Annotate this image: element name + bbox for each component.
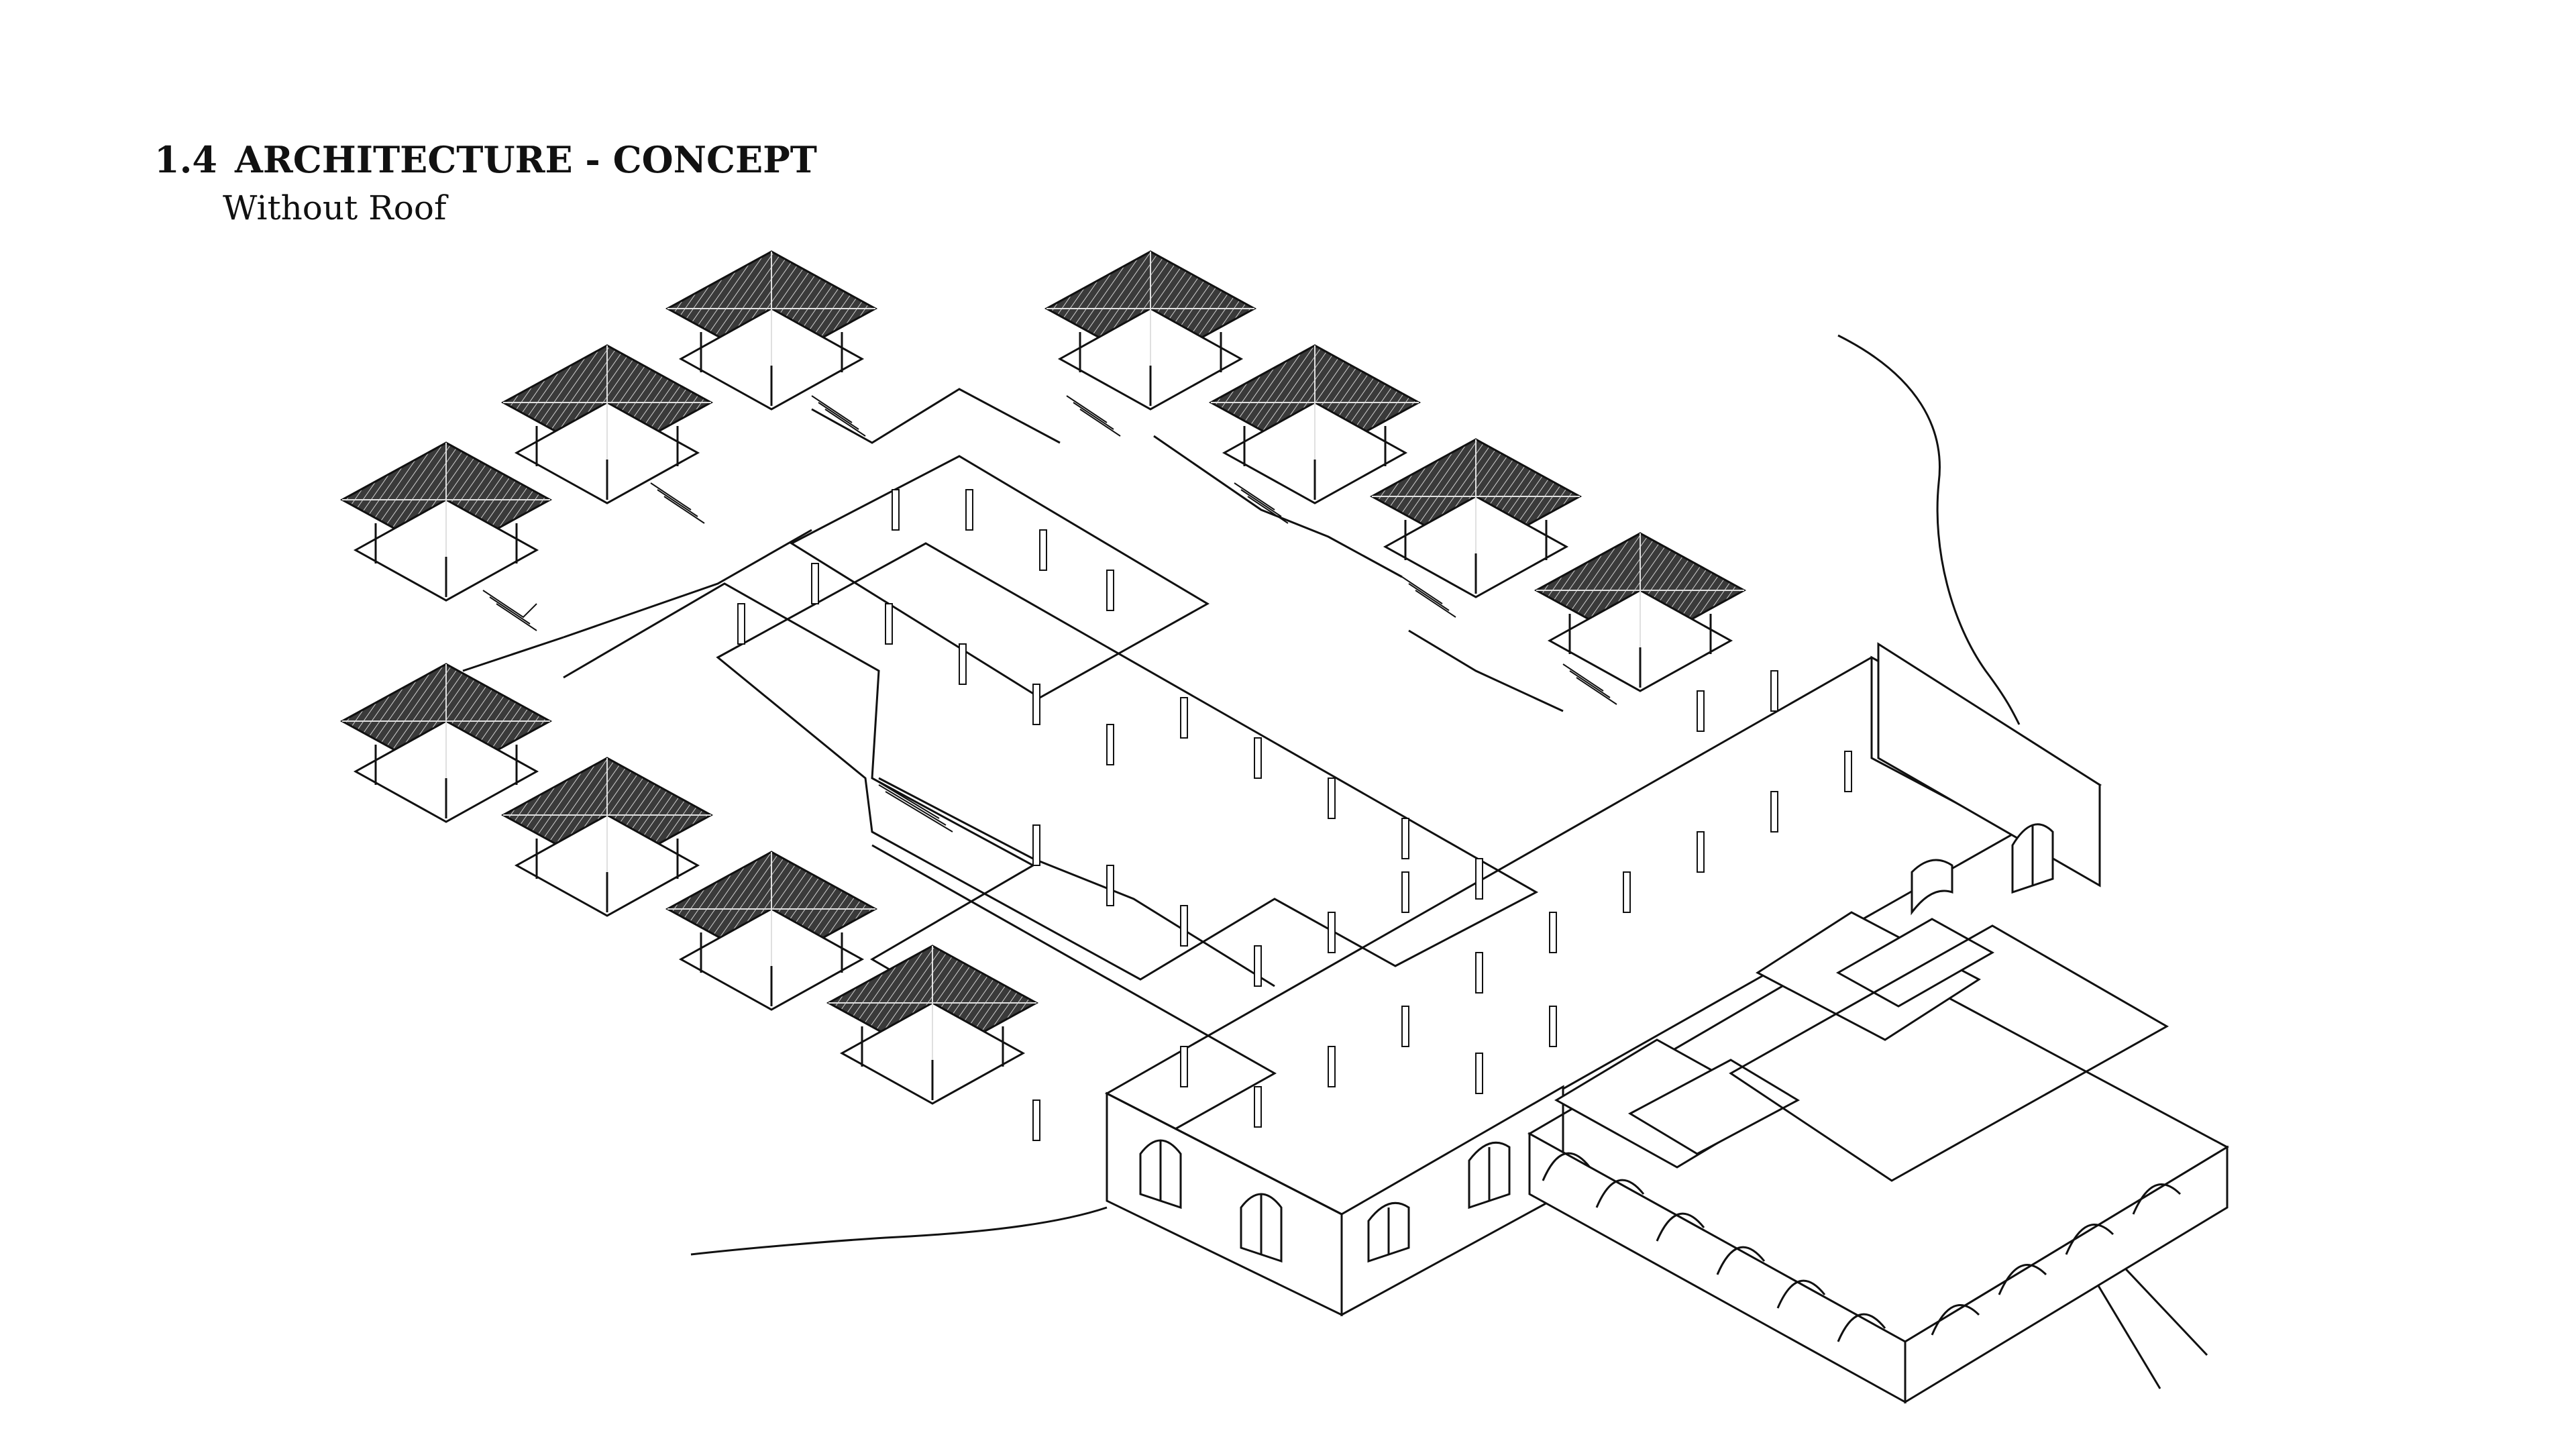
column [1180, 697, 1188, 739]
column [959, 643, 967, 685]
arch-5 [1776, 1279, 1826, 1309]
column [1401, 818, 1409, 859]
contour-line-lower [690, 1206, 1108, 1256]
column [1254, 945, 1262, 987]
west-walkway [563, 529, 812, 639]
prayer-hall-top-edge [1106, 1092, 1342, 1216]
column [1106, 865, 1114, 906]
window-arch-2 [1240, 1193, 1283, 1263]
column [965, 489, 973, 531]
window-arch-5 [1911, 859, 1953, 916]
column [1770, 791, 1778, 833]
column [1401, 1006, 1409, 1047]
pavilions [339, 250, 1747, 1105]
arch-8 [1998, 1263, 2047, 1295]
column [1254, 737, 1262, 779]
arch-9 [2065, 1223, 2114, 1255]
subtitle: Without Roof [223, 189, 447, 227]
column [1475, 858, 1483, 900]
column [1401, 871, 1409, 913]
column [1106, 570, 1114, 611]
stair-1 [482, 590, 537, 631]
column [1697, 690, 1705, 732]
arcade-front-wall [1528, 1132, 1907, 1404]
prayer-hall-windows [1139, 823, 2054, 1263]
column [1106, 724, 1114, 765]
column [1039, 529, 1047, 571]
pavilion-ridges [342, 252, 1744, 1060]
column [1180, 905, 1188, 947]
window-arch-3 [1367, 1201, 1410, 1263]
prayer-hall-side-wall [1340, 1085, 1564, 1317]
arch-4 [1716, 1246, 1766, 1275]
arcade-side-wall [1904, 1145, 2229, 1404]
column [1475, 952, 1483, 994]
arch-2 [1595, 1179, 1645, 1208]
column [892, 489, 900, 531]
inner-courtyard [789, 455, 1210, 699]
arch-10 [2132, 1183, 2182, 1215]
contour-line-upper [1837, 334, 2021, 725]
prayer-hall-front-wall [1106, 1091, 1343, 1317]
column [1328, 777, 1336, 819]
column [1770, 670, 1778, 712]
stair-5 [1234, 482, 1289, 524]
arch-1 [1542, 1152, 1591, 1181]
section-heading: 1.4 ARCHITECTURE - CONCEPT [154, 134, 817, 185]
column [1254, 1086, 1262, 1128]
colonnade-hall-outline [716, 542, 1539, 981]
column [1328, 1046, 1336, 1087]
column [1475, 1053, 1483, 1094]
section-title: ARCHITECTURE - CONCEPT [234, 138, 817, 181]
column [1549, 912, 1557, 953]
north-walkway [811, 388, 1061, 444]
arch-6 [1837, 1313, 1886, 1342]
column [1032, 1099, 1040, 1141]
room-block-2 [1627, 1059, 1801, 1155]
east-wall [1877, 642, 2101, 888]
column [811, 563, 819, 604]
south-walkway [462, 636, 564, 672]
room-block-4 [1835, 918, 1995, 1008]
stair-8 [871, 777, 953, 833]
arcade-building [1527, 911, 2230, 1404]
window-arch-6 [2011, 823, 2054, 894]
column [1697, 831, 1705, 873]
lower-stair-court [878, 777, 1275, 987]
heading: 1.4 ARCHITECTURE - CONCEPT Without Roof [154, 134, 817, 231]
column [1549, 1006, 1557, 1047]
hall-columns [737, 489, 1852, 1141]
stair-6 [1401, 576, 1456, 618]
stair-7 [1562, 663, 1617, 705]
east-walkway-2 [1408, 629, 1564, 712]
arch-3 [1656, 1212, 1705, 1242]
section-number: 1.4 [154, 138, 217, 181]
column [1180, 1046, 1188, 1087]
east-walkway-1 [1153, 435, 1403, 578]
column [885, 603, 893, 645]
column [1328, 912, 1336, 953]
window-arch-4 [1468, 1141, 1511, 1210]
stair-4 [1066, 395, 1121, 437]
column [1844, 751, 1852, 792]
stairs [482, 395, 1617, 833]
column [1623, 871, 1631, 913]
column [1032, 684, 1040, 725]
arch-7 [1931, 1303, 1980, 1336]
column [1032, 824, 1040, 866]
stair-3 [811, 395, 866, 437]
column [737, 603, 745, 645]
stair-2 [650, 482, 705, 524]
window-arch-1 [1139, 1139, 1182, 1210]
arcade-arches [1542, 1152, 2182, 1342]
courtyard-open-space [1729, 924, 2169, 1182]
